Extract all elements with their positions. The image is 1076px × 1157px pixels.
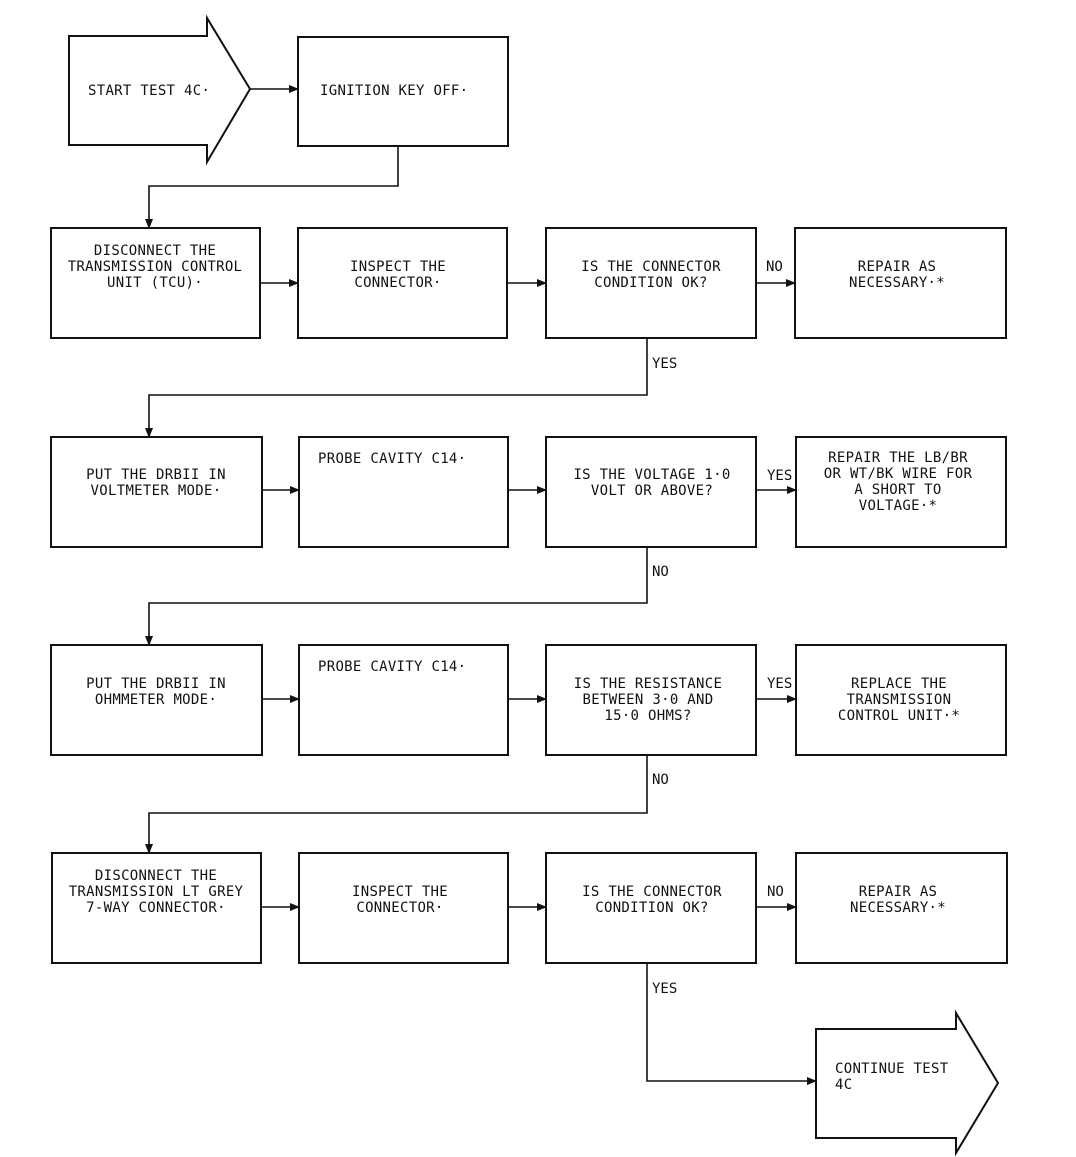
voltmeter-mode-box — [50, 436, 263, 548]
repair-wire-box — [795, 436, 1007, 548]
text-line: TRANSMISSION CONTROL — [68, 259, 243, 275]
text-line: PROBE CAVITY C14· — [318, 451, 466, 467]
resistance-decision-box — [545, 644, 757, 756]
text-line: REPAIR AS — [859, 884, 938, 900]
probe-cavity-box-1 — [298, 436, 509, 548]
text-line: IS THE RESISTANCE — [574, 676, 722, 692]
inspect-connector-box-1 — [297, 227, 508, 339]
arrow-row2-no — [145, 547, 648, 646]
ohmmeter-mode-box — [50, 644, 263, 756]
text-line: DISCONNECT THE — [95, 868, 217, 884]
text-line: OR WT/BK WIRE FOR — [824, 466, 973, 482]
repair-as-necessary-box-2 — [795, 852, 1008, 964]
text-line: VOLTMETER MODE· — [91, 483, 222, 499]
arrow-ignition-to-disconnect — [145, 146, 399, 229]
label-no-4: NO — [767, 884, 784, 900]
text-line: BETWEEN 3·0 AND — [583, 692, 714, 708]
inspect-connector-box-2 — [298, 852, 509, 964]
text-line: UNIT (TCU)· — [107, 275, 203, 291]
label-no-1: NO — [766, 259, 783, 275]
text-line: VOLT OR ABOVE? — [591, 483, 713, 499]
text-line: CONTINUE TEST — [835, 1061, 949, 1077]
connector-ok-decision-box-2 — [545, 852, 757, 964]
text-line: IS THE VOLTAGE 1·0 — [573, 467, 730, 483]
probe-cavity-text-2: PROBE CAVITY C14· — [318, 659, 466, 675]
text-line: VOLTAGE·* — [859, 498, 938, 514]
text-line: TRANSMISSION LT GREY — [69, 884, 244, 900]
text-line: CONNECTOR· — [356, 900, 443, 916]
text-line: NECESSARY·* — [850, 900, 946, 916]
text-line: CONDITION OK? — [595, 900, 708, 916]
label-no-2: NO — [652, 564, 669, 580]
arrow-row1-yes — [145, 338, 648, 438]
text-line: 7-WAY CONNECTOR· — [86, 900, 226, 916]
text-line: REPAIR THE LB/BR — [828, 450, 968, 466]
label-yes-4: YES — [652, 981, 677, 997]
label-no-3: NO — [652, 772, 669, 788]
ignition-key-off-text: IGNITION KEY OFF· — [320, 83, 468, 99]
arrow-row4-yes — [646, 963, 817, 1085]
text-line: CONDITION OK? — [594, 275, 707, 291]
text-line: OHMMETER MODE· — [95, 692, 217, 708]
text-line: NECESSARY·* — [849, 275, 945, 291]
repair-as-necessary-box-1 — [794, 227, 1007, 339]
text-line: IS THE CONNECTOR — [581, 259, 721, 275]
text-line: IGNITION KEY OFF· — [320, 83, 468, 99]
disconnect-tcu-box — [50, 227, 261, 339]
text-line: START TEST 4C· — [88, 83, 210, 99]
probe-cavity-text-1: PROBE CAVITY C14· — [318, 451, 466, 467]
text-line: 15·0 OHMS? — [604, 708, 691, 724]
text-line: 4C — [835, 1077, 852, 1093]
start-terminal: START TEST 4C· — [68, 14, 252, 166]
label-yes-3: YES — [767, 676, 792, 692]
replace-tcu-box — [795, 644, 1007, 756]
ignition-key-off-box — [297, 36, 509, 147]
text-line: PROBE CAVITY C14· — [318, 659, 466, 675]
text-line: INSPECT THE — [350, 259, 446, 275]
start-text: START TEST 4C· — [88, 83, 210, 99]
text-line: PUT THE DRBII IN — [86, 467, 226, 483]
disconnect-grey-connector-box — [51, 852, 262, 964]
text-line: DISCONNECT THE — [94, 243, 216, 259]
arrow-row3-no — [145, 755, 648, 854]
text-line: A SHORT TO — [854, 482, 941, 498]
probe-cavity-box-2 — [298, 644, 509, 756]
text-line: REPLACE THE — [851, 676, 947, 692]
text-line: PUT THE DRBII IN — [86, 676, 226, 692]
text-line: TRANSMISSION — [847, 692, 952, 708]
label-yes-1: YES — [652, 356, 677, 372]
text-line: CONNECTOR· — [354, 275, 441, 291]
text-line: INSPECT THE — [352, 884, 448, 900]
text-line: CONTROL UNIT·* — [838, 708, 960, 724]
connectors — [145, 85, 817, 1085]
text-line: REPAIR AS — [858, 259, 937, 275]
voltage-decision-box — [545, 436, 757, 548]
text-line: IS THE CONNECTOR — [582, 884, 722, 900]
label-yes-2: YES — [767, 468, 792, 484]
connector-ok-decision-box-1 — [545, 227, 757, 339]
